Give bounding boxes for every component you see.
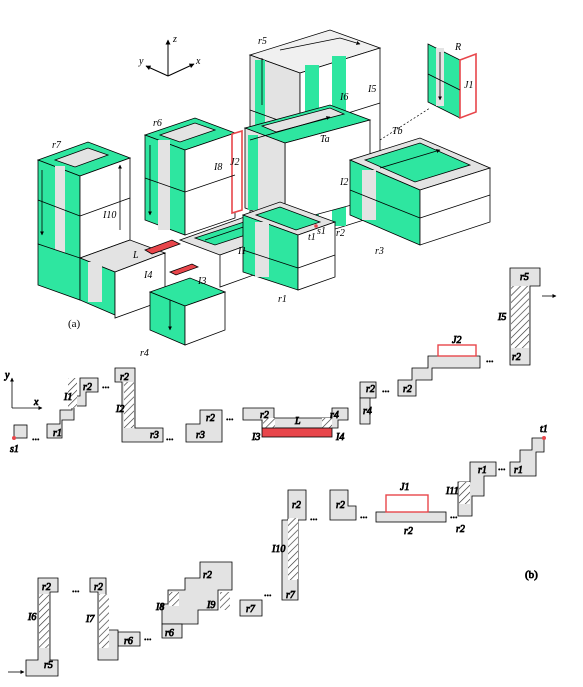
b-label-J2: J2 — [452, 335, 461, 346]
b-ellipsis: ... — [382, 384, 390, 395]
b-label-r2-n: r2 — [42, 582, 51, 593]
label-a-r6: r6 — [153, 118, 162, 129]
label-a-I10: I10 — [102, 210, 116, 221]
label-a-r1: r1 — [278, 294, 287, 305]
b-label-I7: I7 — [85, 614, 95, 625]
b-label-I4: I4 — [335, 432, 344, 443]
label-a-I6: I6 — [339, 92, 348, 103]
b-ellipsis: ... — [144, 632, 152, 643]
label-a-I8: I8 — [213, 162, 222, 173]
block-r7 — [38, 142, 130, 260]
caption-a: (a) — [68, 318, 81, 330]
b-label-r2-m: r2 — [94, 582, 103, 593]
b-ellipsis: ... — [450, 510, 458, 521]
b-label-I9: I9 — [206, 600, 215, 611]
b-label-r7-b: r7 — [246, 604, 256, 615]
label-a-s1: s1 — [317, 226, 326, 237]
b-label-r2-b: r2 — [120, 372, 129, 383]
b-label-r1-c: r1 — [514, 465, 523, 476]
b-L-block — [262, 428, 332, 437]
b-label-r2-g: r2 — [512, 352, 521, 363]
b-label-r3-b: r3 — [196, 430, 205, 441]
label-a-Ta: Ta — [320, 134, 330, 145]
axis-z-label: z — [172, 34, 177, 45]
b-ellipsis: ... — [32, 432, 40, 443]
b-ellipsis: ... — [486, 354, 494, 365]
b-label-s1: s1 — [10, 444, 19, 455]
axis-y-label: y — [138, 56, 144, 67]
label-a-r2: r2 — [336, 228, 345, 239]
b-label-r2-j: r2 — [404, 526, 413, 537]
b-label-I6: I6 — [27, 612, 36, 623]
b-label-r2-f: r2 — [403, 384, 412, 395]
b-label-r1-a: r1 — [53, 428, 62, 439]
b-ellipsis: ... — [310, 512, 318, 523]
panel-b: y x s1 ... r1 r2 I1 ... r2 I2 r3 ... r2 … — [4, 268, 556, 676]
b-label-r5-b: r5 — [44, 660, 53, 671]
b-label-t1: t1 — [540, 424, 548, 435]
b-label-r7-a: r7 — [286, 590, 296, 601]
b-label-r2-l: r2 — [203, 570, 212, 581]
b-ellipsis: ... — [264, 588, 272, 599]
block-r3 — [350, 138, 490, 245]
label-a-I5: I5 — [367, 84, 376, 95]
b-ellipsis: ... — [360, 510, 368, 521]
b-label-r6-a: r6 — [165, 628, 174, 639]
b-ellipsis: ... — [72, 584, 80, 595]
b-label-r2-e: r2 — [366, 384, 375, 395]
label-a-J1: J1 — [464, 80, 473, 91]
axis-b-y-label: y — [4, 370, 10, 381]
b-s1-block — [14, 425, 27, 438]
label-a-Tb: Tb — [392, 126, 403, 137]
b-label-L: L — [294, 416, 301, 427]
label-a-I3: I3 — [197, 276, 206, 287]
b-label-r2-a: r2 — [83, 382, 92, 393]
label-a-r3: r3 — [375, 246, 384, 257]
b-label-I11: I11 — [445, 486, 459, 497]
b-label-I5: I5 — [497, 312, 506, 323]
b-label-r3-a: r3 — [150, 430, 159, 441]
b-label-r1-b: r1 — [478, 465, 487, 476]
b-label-J1: J1 — [400, 482, 409, 493]
block-r6 — [145, 118, 242, 235]
label-a-t1: t1 — [308, 232, 316, 243]
b-label-r2-h: r2 — [456, 524, 465, 535]
b-ellipsis: ... — [102, 380, 110, 391]
b-label-r2-i: r2 — [336, 500, 345, 511]
label-a-J2: J2 — [230, 157, 239, 168]
b-label-r2-d: r2 — [260, 410, 269, 421]
b-label-I1: I1 — [63, 392, 72, 403]
block-r4 — [38, 240, 225, 345]
b-label-I2: I2 — [115, 404, 124, 415]
b-label-r6-b: r6 — [124, 636, 133, 647]
axis-x-label: x — [195, 56, 201, 67]
b-label-r5-a: r5 — [520, 272, 529, 283]
b-ellipsis: ... — [166, 432, 174, 443]
b-ellipsis: ... — [498, 462, 506, 473]
b-label-r2-k: r2 — [292, 500, 301, 511]
axis-b-x-label: x — [33, 397, 39, 408]
panel-a: z x y r5 I6 I5 R J1 — [38, 30, 490, 359]
label-a-I4: I4 — [143, 270, 152, 281]
caption-b: (b) — [525, 569, 538, 581]
b-label-r2-c: r2 — [206, 413, 215, 424]
panel-a-axes — [146, 40, 194, 76]
label-a-I2: I2 — [339, 177, 348, 188]
label-a-L: L — [132, 250, 139, 261]
b-label-I10: I10 — [271, 544, 285, 555]
b-J1-block — [386, 495, 428, 512]
b-label-r4-b: r4 — [363, 406, 372, 417]
b-label-I3: I3 — [251, 432, 260, 443]
b-label-I8: I8 — [155, 602, 164, 613]
label-a-R: R — [454, 42, 461, 53]
b-J2-block — [438, 345, 476, 356]
b-label-r4-a: r4 — [330, 410, 339, 421]
label-a-r7: r7 — [52, 140, 62, 151]
label-a-I1: I1 — [237, 246, 246, 257]
b-ellipsis: ... — [226, 412, 234, 423]
label-a-r5: r5 — [258, 36, 267, 47]
label-a-r4: r4 — [140, 348, 149, 359]
